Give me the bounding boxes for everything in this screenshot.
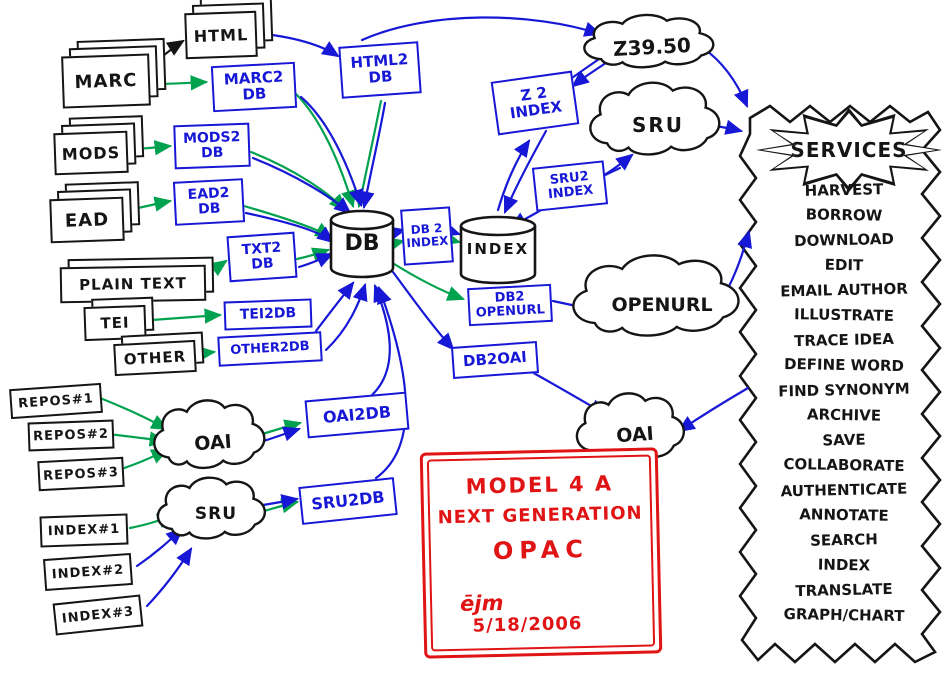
converter-sru2index: SRU2 INDEX [531,160,609,212]
repos-1-label: REPOS#1 [17,390,95,412]
source-mods-label: MODS [61,142,121,164]
service-item: ILLUSTRATE [793,305,895,325]
source-mods: MODS [53,115,145,176]
repos-3: REPOS#3 [37,456,125,492]
note-title-line2: NEXT GENERATION [437,502,643,529]
sru-left-label: SRU [194,504,238,524]
service-item: GRAPH/CHART [783,604,905,626]
converter-db2openurl: DB2 OPENURL [467,283,553,327]
services-banner-outline [738,104,942,664]
services-title: SERVICES [790,138,908,162]
source-ead: EAD [49,181,141,244]
converter-db2oai: DB2OAI [450,341,540,379]
service-item: TRANSLATE [795,579,893,601]
converter-ead2db: EAD2 DB [172,178,246,226]
source-html-label: HTML [193,24,249,46]
service-item: TRACE IDEA [793,329,895,351]
service-item: AUTHENTICATE [780,479,908,501]
repos-3-label: REPOS#3 [42,464,120,484]
service-item: DEFINE WORD [783,354,905,376]
db-label: DB [344,230,380,256]
service-item: INDEX [817,555,871,575]
service-item: EDIT [824,255,864,275]
repos-2-label: REPOS#2 [32,426,110,445]
service-item: BORROW [805,205,883,225]
source-html: HTML [184,0,274,60]
source-marc-label: MARC [74,69,138,93]
sru-top-label: SRU [631,113,685,137]
openurl-label: OPENURL [611,294,713,316]
converter-txt2db: TXT2 DB [226,231,298,283]
converter-marc2db: MARC2 DB [210,61,298,113]
service-item: ARCHIVE [806,405,882,425]
repos-1: REPOS#1 [9,382,103,420]
service-item: SEARCH [809,530,879,550]
remote-index-2-label: INDEX#2 [51,561,125,583]
remote-index-1: INDEX#1 [39,513,129,548]
source-tei-label: TEI [100,313,130,333]
converter-html2db: HTML2 DB [338,41,422,99]
index-cylinder [459,215,537,285]
repos-2: REPOS#2 [27,419,115,452]
service-item: DOWNLOAD [793,229,895,251]
db-cylinder [329,209,395,279]
services-list: HARVEST BORROW DOWNLOAD EDIT EMAIL AUTHO… [760,178,928,628]
service-item: FIND SYNONYM [778,379,910,401]
source-plain-text-label: PLAIN TEXT [78,274,188,294]
service-item: HARVEST [804,180,884,200]
oai-right-label: OAI [615,422,655,448]
remote-index-1-label: INDEX#1 [47,521,121,540]
source-other-label: OTHER [123,347,187,369]
source-other: OTHER [113,331,205,377]
converter-db2index: DB 2 INDEX [400,206,454,266]
note-date: 5/18/2006 [472,613,583,637]
index-label: INDEX [466,240,530,258]
service-item: EMAIL AUTHOR [780,279,908,301]
source-ead-label: EAD [64,208,110,232]
note-signature: ējm [459,590,504,616]
converter-z2index: Z 2 INDEX [490,70,580,136]
service-item: COLLABORATE [783,454,905,476]
note-title-line1: MODEL 4 A [465,471,614,499]
converter-tei2db: TEI2DB [223,298,313,331]
oai-left-label: OAI [193,430,233,456]
service-item: SAVE [822,430,866,450]
services-starburst: SERVICES [756,108,942,192]
source-marc: MARC [61,37,167,109]
converter-mods2db: MODS2 DB [173,122,251,170]
model-note: MODEL 4 A NEXT GENERATION OPAC ējm 5/18/… [419,447,663,659]
converter-other2db: OTHER2DB [217,331,323,367]
remote-index-2: INDEX#2 [42,552,134,592]
remote-index-3-label: INDEX#3 [61,603,135,627]
z3950-label: Z39.50 [612,32,692,62]
service-item: ANNOTATE [799,505,889,525]
note-title-line3: OPAC [492,534,590,566]
